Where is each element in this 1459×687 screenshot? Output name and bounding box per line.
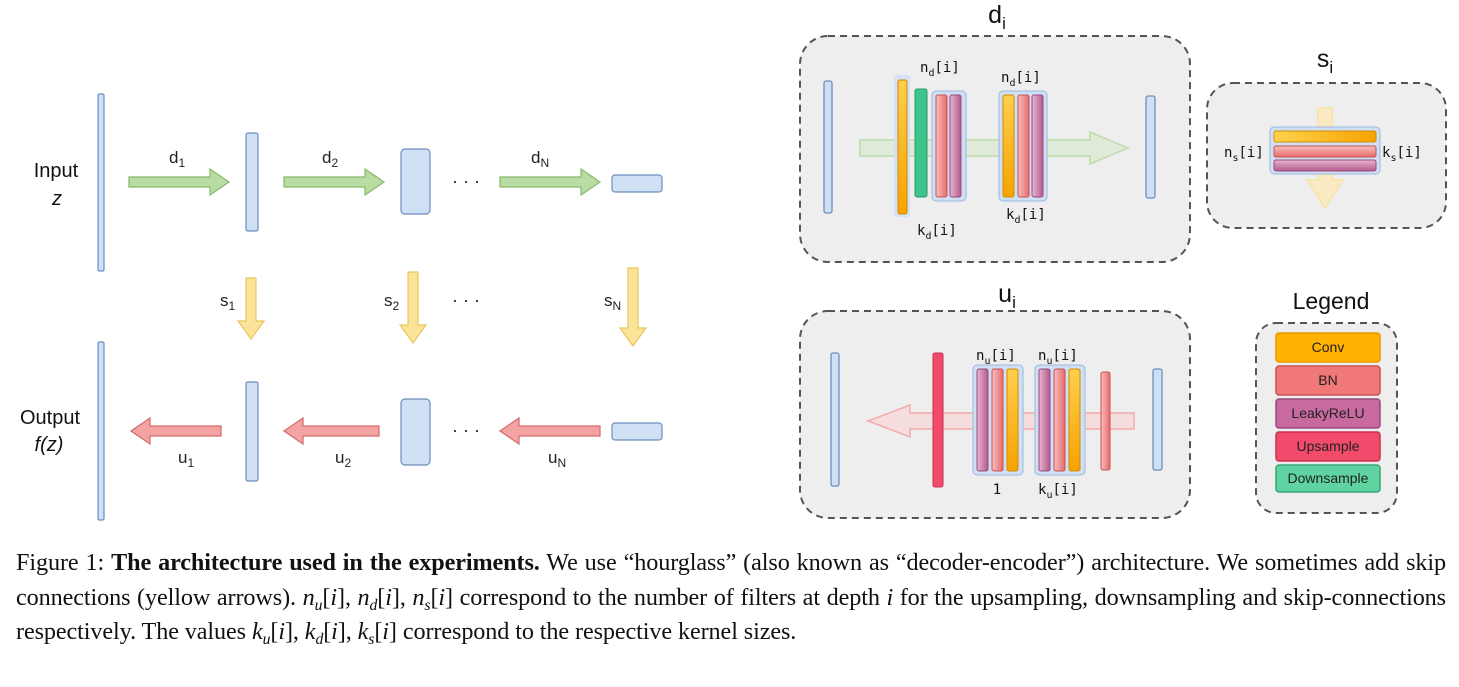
skip-arrow-1-label: s1 <box>220 291 236 313</box>
svg-text:LeakyReLU: LeakyReLU <box>1291 405 1364 421</box>
skip-arrow-n-label: sN <box>604 291 621 313</box>
caption-text-4: correspond to the respective kernel size… <box>402 618 797 645</box>
down-block-k-label-1: kd[i] <box>917 223 957 242</box>
down-arrow-2 <box>283 167 386 197</box>
skip-arrow-2-label: s2 <box>384 291 400 313</box>
up-block-one-label: 1 <box>993 482 1001 498</box>
legend-item-conv: Conv <box>1275 332 1381 363</box>
input-var: z <box>51 188 62 210</box>
down-arrow-1-label: d1 <box>169 148 185 170</box>
decoder-tensor-n <box>611 422 663 441</box>
up-arrow-2 <box>282 416 380 446</box>
up-block-panel: ui nu[i] nu[i] 1 ku[i] <box>799 280 1191 519</box>
down-block-n-label-1: nd[i] <box>920 60 960 79</box>
svg-text:Upsample: Upsample <box>1296 438 1359 454</box>
down-arrow-1 <box>128 167 231 197</box>
caption-text-2: correspond to the number of filters at d… <box>459 583 880 611</box>
down-arrow-n <box>499 167 602 197</box>
pipeline: Input z d1 d2 dN · · · s1 s2 sN · · · Ou… <box>20 93 663 521</box>
output-var: f(z) <box>35 434 64 456</box>
encoder-tensor-1 <box>245 132 259 232</box>
legend-item-upsample: Upsample <box>1275 431 1381 462</box>
down-arrow-n-label: dN <box>531 148 549 170</box>
up-block-k-label: ku[i] <box>1038 482 1078 501</box>
figure-title: The architecture used in the experiments… <box>111 549 540 576</box>
skip-block-k-label: ks[i] <box>1382 145 1422 164</box>
up-block-title: ui <box>998 280 1016 312</box>
up-arrow-n <box>498 416 601 446</box>
legend: Legend Conv BN LeakyReLU Upsample Downsa… <box>1255 288 1398 514</box>
decoder-tensor-2 <box>400 398 431 466</box>
encoder-tensor-n <box>611 174 663 193</box>
legend-item-leakyrelu: LeakyReLU <box>1275 398 1381 429</box>
down-arrow-2-label: d2 <box>322 148 338 170</box>
output-label: Output <box>20 407 80 429</box>
skip-arrow-1 <box>236 277 266 341</box>
legend-item-downsample: Downsample <box>1275 464 1381 493</box>
up-arrow-1 <box>129 416 222 446</box>
caption-text-1: We use “hourglass” (also known as “decod… <box>16 549 1446 611</box>
skip-block-n-label: ns[i] <box>1224 145 1264 164</box>
svg-text:Conv: Conv <box>1312 339 1345 355</box>
input-label: Input <box>34 160 79 182</box>
skip-block-title: si <box>1317 45 1333 77</box>
skip-block-panel: si ns[i] ks[i] <box>1206 45 1447 229</box>
up-arrow-1-label: u1 <box>178 448 194 470</box>
caption-text-3: for the upsampling, downsampling and ski… <box>16 583 1446 646</box>
legend-title: Legend <box>1293 288 1370 314</box>
up-arrow-2-label: u2 <box>335 448 351 470</box>
down-block-k-label-2: kd[i] <box>1006 207 1046 226</box>
svg-text:Downsample: Downsample <box>1288 470 1369 486</box>
up-block-n-label-1: nu[i] <box>976 348 1016 367</box>
decoder-tensor-1 <box>245 381 259 482</box>
input-tensor <box>97 93 105 272</box>
caption-depth-var: i <box>886 583 894 611</box>
figure-caption: Figure 1: The architecture used in the e… <box>16 549 1446 648</box>
architecture-diagram: Input z d1 d2 dN · · · s1 s2 sN · · · Ou… <box>20 1 1447 521</box>
ellipsis-middle: · · · <box>452 290 480 310</box>
down-block-panel: di nd[i] nd[i] kd[i] kd[i] <box>799 1 1191 263</box>
ellipsis-top: · · · <box>452 171 480 191</box>
down-block-n-label-2: nd[i] <box>1001 70 1041 89</box>
down-block-title: di <box>988 1 1006 33</box>
skip-arrow-2 <box>398 271 428 345</box>
skip-arrow-n <box>618 267 648 348</box>
figure-label: Figure 1: <box>16 549 105 576</box>
svg-text:BN: BN <box>1318 372 1337 388</box>
output-tensor <box>97 341 105 521</box>
up-block-n-label-2: nu[i] <box>1038 348 1078 367</box>
up-arrow-n-label: uN <box>548 448 566 470</box>
ellipsis-bottom: · · · <box>452 420 480 440</box>
encoder-tensor-2 <box>400 148 431 215</box>
legend-item-bn: BN <box>1275 365 1381 396</box>
